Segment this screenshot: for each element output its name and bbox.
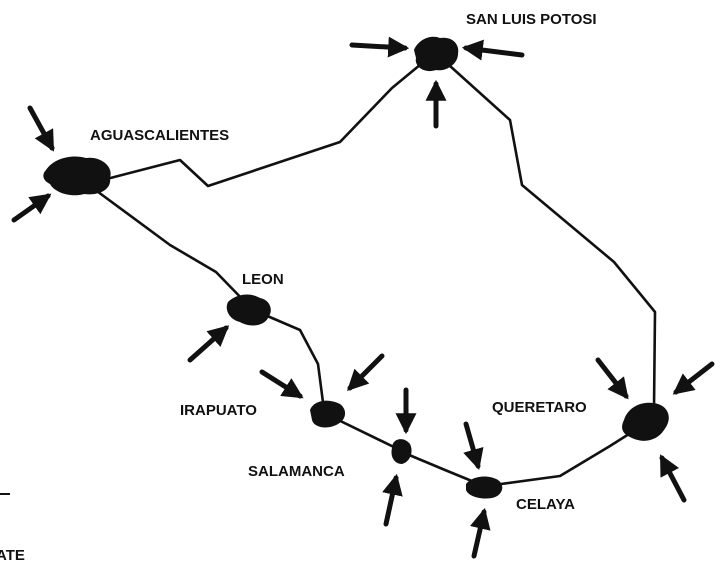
route-segment-aguascalientes-san-luis-potosi	[93, 53, 434, 188]
arrow-icon	[672, 361, 715, 395]
city-marker-celaya	[466, 476, 503, 499]
route-segment-leon-irapuato	[256, 310, 326, 412]
city-marker-salamanca	[391, 439, 412, 464]
city-labels: SAN LUIS POTOSI AGUASCALIENTES LEON IRAP…	[0, 11, 597, 561]
arrow-icon	[382, 473, 403, 527]
route-segment-san-luis-potosi-queretaro	[438, 55, 657, 410]
city-marker-queretaro	[622, 402, 669, 441]
city-marker-irapuato	[310, 400, 346, 428]
city-label-queretaro: QUERETARO	[492, 399, 587, 416]
city-label-salamanca: SALAMANCA	[248, 463, 345, 480]
city-label-celaya: CELAYA	[516, 496, 575, 513]
arrow-icon	[470, 507, 491, 559]
arrow-icon	[347, 353, 385, 391]
city-marker-leon	[226, 294, 271, 326]
arrow-icon	[27, 105, 55, 152]
city-label-leon: LEON	[242, 271, 284, 288]
arrow-icon	[349, 36, 410, 58]
flow-arrows	[11, 36, 715, 559]
arrow-icon	[595, 357, 629, 400]
city-label-san-luis-potosi: SAN LUIS POTOSI	[466, 11, 597, 28]
route-network	[88, 53, 657, 488]
arrow-icon	[259, 369, 304, 399]
arrow-icon	[187, 325, 230, 363]
city-markers	[43, 36, 669, 499]
arrow-icon	[659, 454, 687, 503]
route-segment-aguascalientes-leon	[88, 184, 250, 307]
corner-label-fragment: ATE	[0, 547, 25, 561]
city-marker-san-luis-potosi	[414, 36, 459, 72]
city-marker-aguascalientes	[43, 156, 111, 196]
arrow-icon	[11, 193, 52, 223]
arrow-icon	[463, 421, 484, 471]
city-label-irapuato: IRAPUATO	[180, 402, 257, 419]
city-label-aguascalientes: AGUASCALIENTES	[90, 127, 229, 144]
arrow-icon	[461, 39, 525, 61]
